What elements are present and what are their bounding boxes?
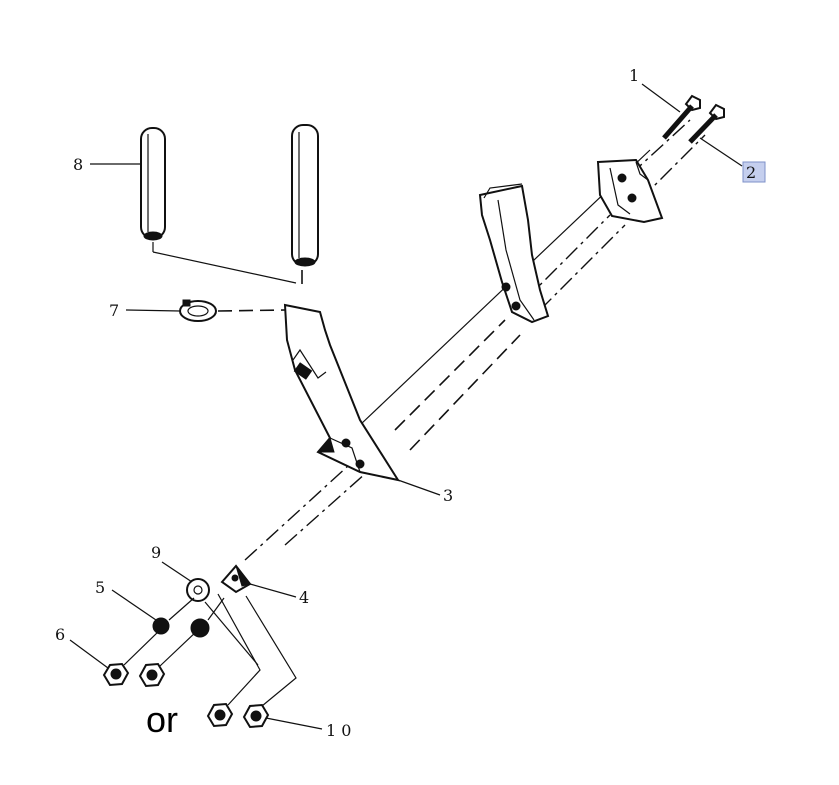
callout-1[interactable]: 1 xyxy=(629,66,639,85)
upper-dashed-axis-b xyxy=(539,224,626,311)
alt-nut-a xyxy=(206,593,261,728)
alternative-or-text: or xyxy=(146,699,178,740)
callout-10-label: 1 0 xyxy=(326,721,351,740)
callout-4-label: 4 xyxy=(299,588,309,607)
washer-to-nut-line xyxy=(204,601,259,666)
callout-5[interactable]: 5 xyxy=(95,578,105,597)
pin-connection-line xyxy=(152,251,297,284)
callout-4[interactable]: 4 xyxy=(299,588,309,607)
clip-ring xyxy=(179,299,286,322)
callout-9-label: 9 xyxy=(151,543,161,562)
callout-3[interactable]: 3 xyxy=(443,486,453,505)
lower-dashed-axis-b xyxy=(284,464,376,546)
callout-7-label: 7 xyxy=(109,301,119,320)
washer xyxy=(186,578,210,602)
wedge-block xyxy=(220,564,252,594)
alt-nut-b xyxy=(242,595,297,729)
callout-2-highlight xyxy=(742,161,766,183)
leader-lines xyxy=(69,83,743,730)
upper-dashed-axis-a xyxy=(524,214,611,301)
callout-2-label: 2 xyxy=(746,163,756,182)
bolt-2 xyxy=(688,103,725,144)
callout-6[interactable]: 6 xyxy=(55,625,65,644)
callout-8-label: 8 xyxy=(73,155,83,174)
callout-9[interactable]: 9 xyxy=(151,543,161,562)
callout-1-label: 1 xyxy=(629,66,639,85)
mid-dashed-axis-b xyxy=(409,334,521,451)
mid-dashed-axis-a xyxy=(394,319,506,431)
hex-nut-a xyxy=(102,629,161,687)
spring-clamp xyxy=(478,183,550,324)
bolt-1 xyxy=(662,94,701,140)
shovel-point xyxy=(283,303,401,482)
callout-8[interactable]: 8 xyxy=(73,155,83,174)
callout-6-label: 6 xyxy=(55,625,65,644)
lower-dashed-axis-a xyxy=(244,454,361,561)
pin-right xyxy=(291,124,319,267)
callout-7[interactable]: 7 xyxy=(109,301,119,320)
callout-10[interactable]: 1 0 xyxy=(326,721,351,740)
hex-nut-b xyxy=(138,629,199,688)
clamp-plate xyxy=(596,158,664,224)
lock-nut-a xyxy=(152,597,195,635)
pin-left xyxy=(140,127,166,241)
callout-5-label: 5 xyxy=(95,578,105,597)
callout-2[interactable]: 2 xyxy=(742,161,766,183)
callout-3-label: 3 xyxy=(443,486,453,505)
